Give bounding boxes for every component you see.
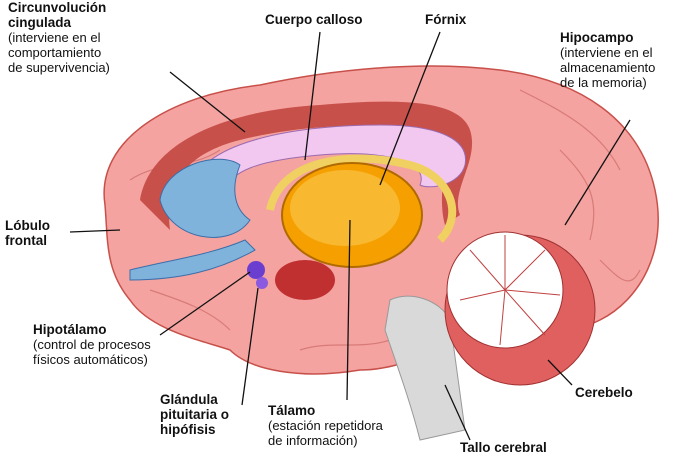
- label-fornix: Fórnix: [425, 12, 466, 27]
- label-desc: de información): [268, 433, 358, 448]
- label-title: pituitaria o: [160, 407, 230, 422]
- label-title: Cerebelo: [575, 385, 633, 400]
- label-title: frontal: [5, 233, 47, 248]
- label-title: cingulada: [8, 15, 72, 30]
- label-desc: físicos automáticos): [33, 352, 148, 367]
- label-title: Fórnix: [425, 12, 467, 27]
- pituitary-gland: [256, 277, 268, 289]
- label-title: Tálamo: [268, 403, 316, 418]
- leader-lines: [69, 31, 631, 441]
- label-desc: (interviene en el: [8, 30, 101, 45]
- cingulate-gyrus: [140, 101, 473, 230]
- label-title: Lóbulo: [5, 218, 50, 233]
- label-title: Glándula: [160, 392, 218, 407]
- lateral-ventricle: [129, 239, 256, 281]
- brain-stem: [384, 295, 466, 441]
- label-title: Circunvolución: [8, 0, 107, 15]
- thalamus-highlight: [290, 170, 400, 246]
- label-cerebellum: Cerebelo: [575, 385, 633, 400]
- label-hypothalamus: Hipotálamo (control de procesos físicos …: [33, 322, 151, 367]
- label-cingulate-gyrus: Circunvolución cingulada (interviene en …: [8, 0, 110, 75]
- label-thalamus: Tálamo (estación repetidora de informaci…: [268, 403, 383, 448]
- label-desc: de supervivencia): [8, 60, 110, 75]
- midbrain: [275, 260, 335, 300]
- label-desc: (estación repetidora: [268, 418, 383, 433]
- arbor-vitae: [459, 235, 561, 346]
- label-desc: comportamiento: [8, 45, 102, 60]
- ventricle: [159, 158, 251, 238]
- label-title: Hipotálamo: [33, 322, 107, 337]
- hypothalamus: [247, 261, 265, 279]
- label-title: Hipocampo: [560, 30, 634, 45]
- label-frontal-lobe: Lóbulo frontal: [5, 218, 50, 248]
- label-hippocampus: Hipocampo (interviene en el almacenamien…: [560, 30, 655, 90]
- fornix-arc: [266, 154, 457, 243]
- label-desc: (control de procesos: [33, 337, 151, 352]
- label-title: hipófisis: [160, 422, 216, 437]
- label-title: Cuerpo calloso: [265, 12, 363, 27]
- label-brain-stem: Tallo cerebral: [460, 440, 547, 455]
- label-desc: de la memoria): [560, 75, 647, 90]
- label-corpus-callosum: Cuerpo calloso: [265, 12, 363, 27]
- label-title: Tallo cerebral: [460, 440, 547, 455]
- label-desc: almacenamiento: [560, 60, 656, 75]
- label-pituitary-gland: Glándula pituitaria o hipófisis: [160, 392, 229, 437]
- label-desc: (interviene en el: [560, 45, 653, 60]
